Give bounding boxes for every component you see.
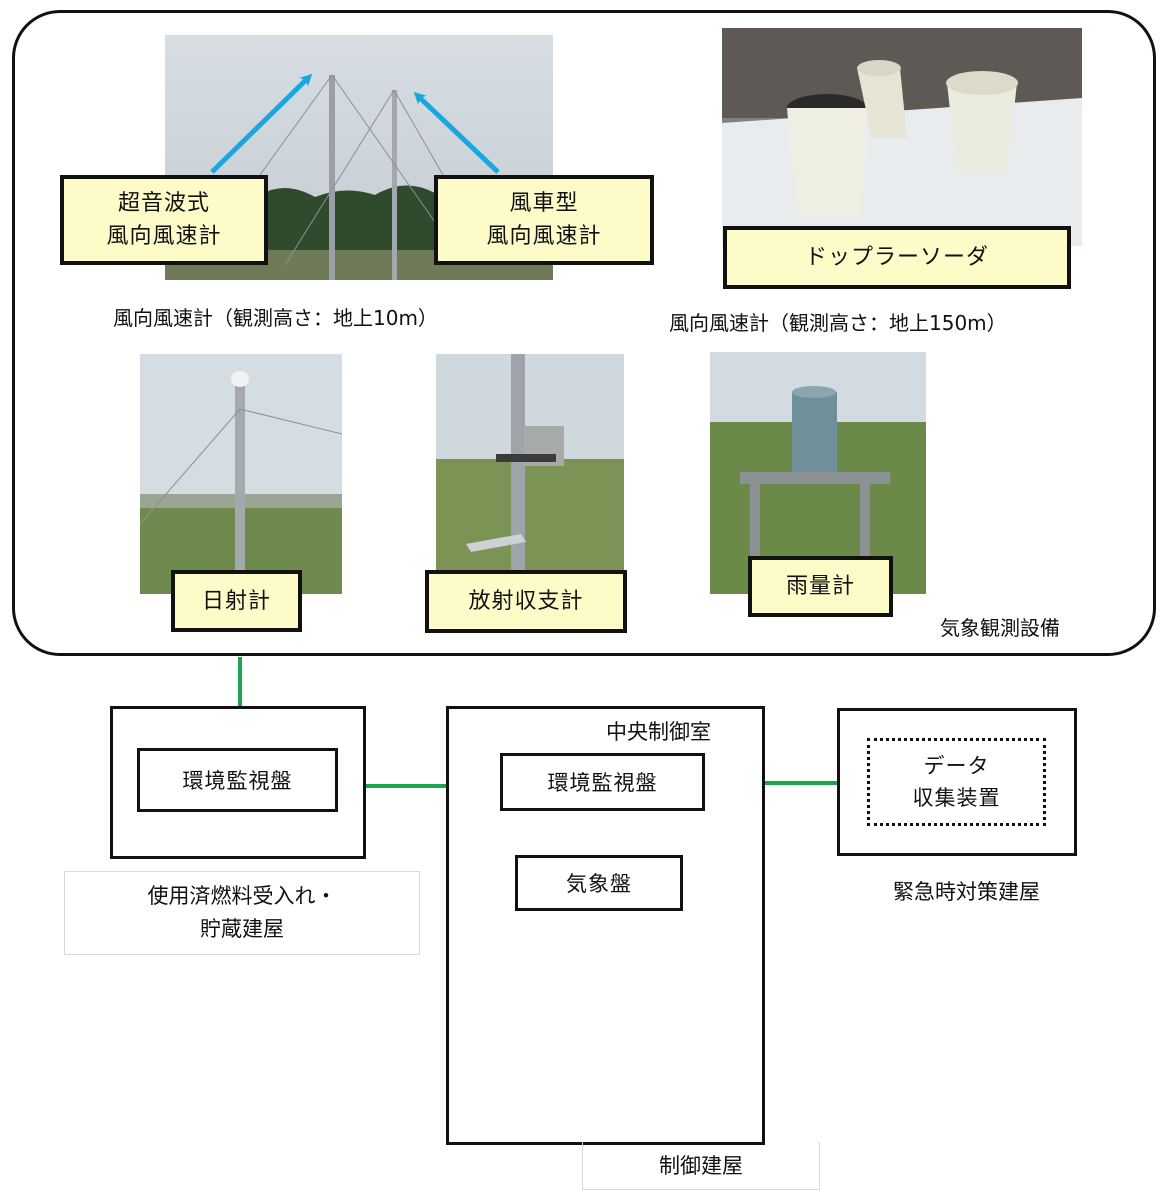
ultrasonic-anemometer-label: 超音波式 風向風速計 (60, 175, 268, 265)
propeller-label-line2: 風向風速計 (486, 224, 602, 249)
pyranometer-photo (140, 354, 342, 594)
propeller-pointer-arrow (413, 91, 500, 174)
control-building-name-text: 制御建屋 (659, 1154, 743, 1178)
fuel-building-name-line2: 貯蔵建屋 (200, 917, 284, 941)
weather-panel-label-text: 気象盤 (566, 872, 632, 896)
central-control-room-title: 中央制御室 (606, 720, 711, 744)
pyranometer-label: 日射計 (171, 570, 302, 632)
anemometer-150m-caption: 風向風速計（観測高さ：地上150m） (669, 311, 1007, 335)
data-collector-line1: データ (923, 754, 990, 778)
weather-panel-label: 気象盤 (515, 855, 683, 911)
ultrasonic-label-line2: 風向風速計 (106, 224, 222, 249)
propeller-anemometer-label: 風車型 風向風速計 (434, 175, 654, 265)
propeller-label-line1: 風車型 (509, 191, 579, 216)
net-radiometer-label: 放射収支計 (425, 570, 627, 633)
doppler-label-text: ドップラーソーダ (804, 245, 989, 270)
data-collector-line2: 収集装置 (912, 786, 1001, 810)
rain-gauge-label-text: 雨量計 (785, 574, 855, 599)
control-building-name: 制御建屋 (582, 1142, 820, 1190)
ultrasonic-pointer-arrow (210, 73, 313, 174)
data-collection-device: データ 収集装置 (867, 738, 1046, 826)
control-room-monitor-panel: 環境監視盤 (500, 753, 705, 811)
anemometer-10m-caption: 風向風速計（観測高さ：地上10m） (113, 306, 438, 330)
equipment-group-title: 気象観測設備 (940, 616, 1060, 640)
control-monitor-panel-text: 環境監視盤 (547, 771, 658, 795)
emergency-building-name: 緊急時対策建屋 (893, 880, 1040, 904)
fuel-monitor-panel-text: 環境監視盤 (182, 769, 293, 793)
doppler-sodar-label: ドップラーソーダ (723, 226, 1071, 289)
net-radiometer-label-text: 放射収支計 (468, 589, 584, 614)
fuel-building-name: 使用済燃料受入れ・ 貯蔵建屋 (64, 871, 420, 955)
rain-gauge-label: 雨量計 (748, 556, 893, 617)
fuel-building-name-line1: 使用済燃料受入れ・ (147, 884, 337, 908)
doppler-sodar-photo (722, 28, 1082, 246)
ultrasonic-label-line1: 超音波式 (117, 191, 210, 216)
fuel-building-monitor-panel: 環境監視盤 (137, 748, 338, 812)
pyranometer-label-text: 日射計 (201, 588, 271, 614)
weather-equipment-frame (12, 10, 1156, 656)
